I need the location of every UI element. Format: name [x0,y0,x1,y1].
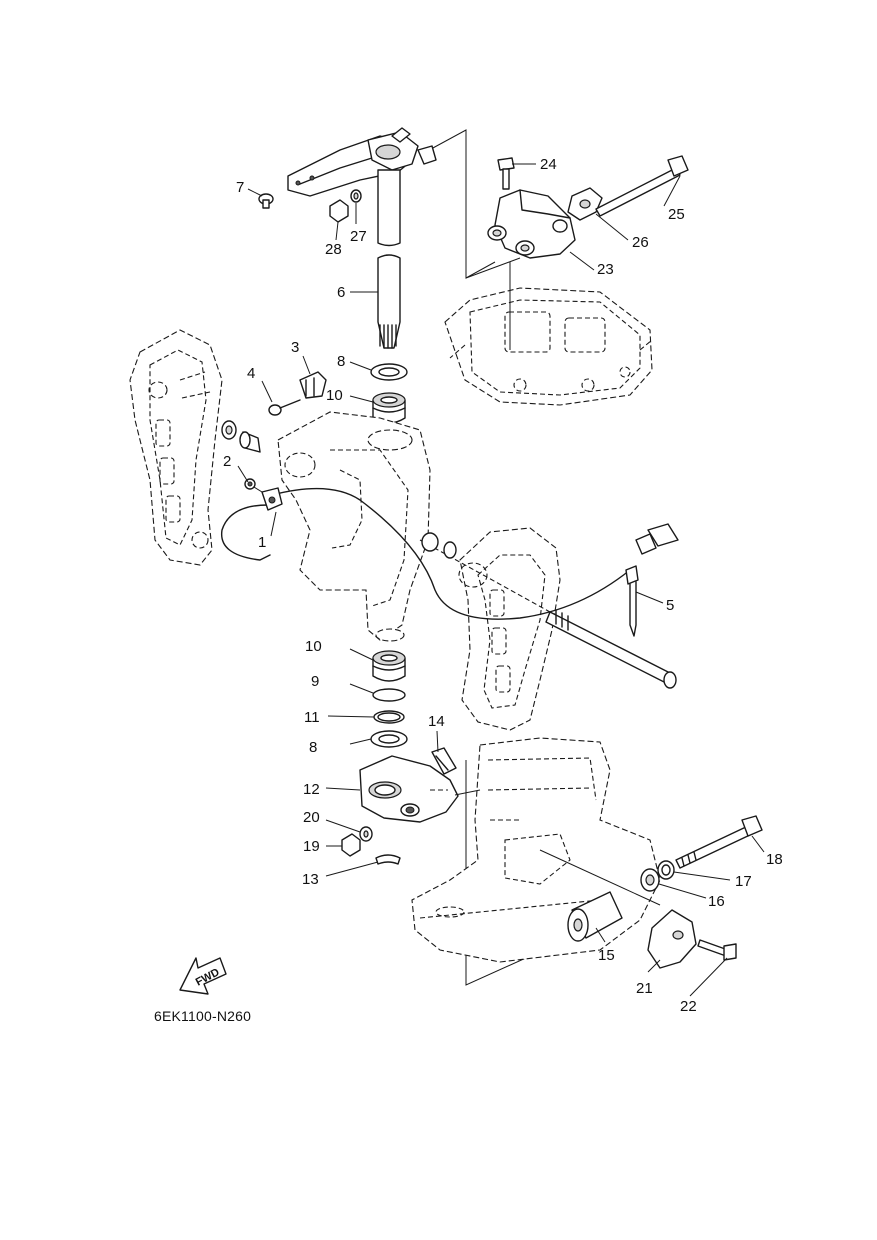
bolt-22 [697,939,737,961]
tie-strap-5 [625,565,639,637]
ground-lead-1 [221,487,631,620]
callout-8-lower: 8 [309,739,317,756]
bolt-18 [675,815,763,869]
callout-numbers: 1 2 3 4 5 6 7 8 8 9 10 10 11 12 13 14 15… [223,156,783,1015]
callout-7: 7 [236,179,244,196]
bottom-cowling-ghost [444,287,653,406]
rubber-mount-10-upper [372,392,406,424]
nut-28 [329,199,349,223]
callout-10-upper: 10 [326,387,343,404]
callout-25: 25 [668,206,685,223]
drive-shaft-6 [377,169,401,349]
callout-20: 20 [303,809,320,826]
callout-23: 23 [597,261,614,278]
damper-15 [567,891,623,942]
callout-10-lower: 10 [305,638,322,655]
washer-27 [350,189,362,203]
connector [635,523,679,555]
callout-4: 4 [247,365,255,382]
callout-27: 27 [350,228,367,245]
clamp-bracket-left [129,329,223,566]
rubber-mount-10-lower [372,650,406,682]
nut-19 [341,833,361,857]
callout-5: 5 [666,597,674,614]
clip-3 [299,371,327,399]
plate-26 [567,187,603,221]
damper-14 [431,747,457,775]
callout-24: 24 [540,156,557,173]
washer-17 [657,860,675,880]
clip-13 [375,854,401,865]
callout-16: 16 [708,893,725,910]
screw-4 [268,399,301,416]
callout-28: 28 [325,241,342,258]
callout-15: 15 [598,947,615,964]
callout-22: 22 [680,998,697,1015]
screw-7 [258,193,274,209]
callout-3: 3 [291,339,299,356]
callout-14: 14 [428,713,445,730]
callout-19: 19 [303,838,320,855]
washer-8-upper [370,363,408,381]
o-ring-9 [372,688,406,702]
callout-1: 1 [258,534,266,551]
washer-20 [359,826,373,842]
swivel-bracket [277,411,431,642]
callout-2: 2 [223,453,231,470]
washer-16 [640,868,660,892]
upper-mount-bracket-23 [487,189,576,350]
callout-12: 12 [303,781,320,798]
forward-direction-arrow: FWD [179,957,227,995]
ring-11 [373,710,405,724]
bolt-25 [595,155,689,217]
leader-lines [237,163,765,997]
clamp-bracket-right [458,527,561,731]
callout-9: 9 [311,673,319,690]
diagram-code: 6EK1100-N260 [154,1008,252,1024]
washer-8-lower [370,730,408,748]
callout-17: 17 [735,873,752,890]
cover-21 [647,909,697,969]
callout-21: 21 [636,980,653,997]
bushing-left [221,420,261,453]
callout-6: 6 [337,284,345,301]
callout-26: 26 [632,234,649,251]
tilt-shaft [419,532,677,689]
callout-11: 11 [304,709,320,726]
lower-mount-housing-12 [359,755,459,823]
bolt-24 [497,157,515,190]
callout-13: 13 [302,871,319,888]
callout-8-upper: 8 [337,353,345,370]
steering-arm [287,127,437,197]
callout-18: 18 [766,851,783,868]
